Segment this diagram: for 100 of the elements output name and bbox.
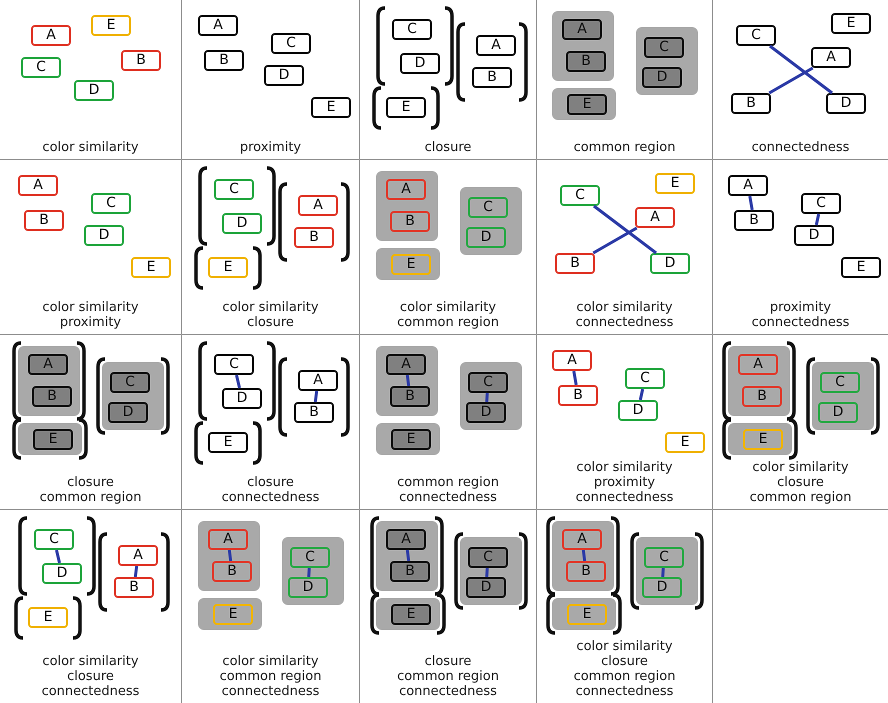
connector-line (307, 568, 311, 578)
letter-box: D (42, 563, 82, 584)
caption-text: connectedness (222, 684, 320, 699)
letter-box: B (558, 385, 598, 406)
letter-box: C (560, 185, 600, 206)
shaded-region (376, 346, 438, 416)
letter-box: A (208, 529, 248, 550)
caption-text: proximity (594, 475, 656, 490)
letter-box: C (21, 57, 61, 78)
caption-text: connectedness (752, 315, 850, 330)
connector-line (592, 226, 638, 254)
caption-text: closure (424, 654, 472, 669)
caption-text: color similarity (42, 140, 139, 155)
shaded-region (636, 537, 698, 605)
caption-text: connectedness (752, 140, 850, 155)
letter-box: C (110, 372, 150, 393)
letter-box: D (826, 93, 866, 114)
letter-box: C (214, 179, 254, 200)
letter-box: B (731, 93, 771, 114)
caption-text: color similarity (576, 460, 673, 475)
letter-box: E (311, 97, 351, 118)
connector-line (235, 374, 241, 388)
letter-box: B (121, 50, 161, 71)
letter-box: E (131, 257, 171, 278)
letter-box: A (728, 175, 768, 196)
letter-box: C (736, 25, 776, 46)
letter-box: E (743, 429, 783, 450)
shaded-region (18, 346, 80, 416)
connector-line (314, 390, 318, 402)
caption-text: common region (750, 490, 852, 505)
letter-box: A (386, 354, 426, 375)
letter-box: E (567, 604, 607, 625)
letter-box: D (84, 225, 124, 246)
letter-box: A (298, 195, 338, 216)
caption-text: color similarity (222, 300, 319, 315)
panel-cell (0, 160, 182, 335)
letter-box: E (208, 432, 248, 453)
caption-text: common region (574, 669, 676, 684)
panel-cell (537, 0, 713, 160)
connector-line (485, 392, 489, 402)
letter-box: D (400, 53, 440, 74)
connector-line (572, 370, 578, 386)
caption-text: common region (40, 490, 142, 505)
panel-cell (182, 0, 360, 160)
letter-box: B (390, 386, 430, 407)
letter-box: E (208, 257, 248, 278)
panel-cell (182, 160, 360, 335)
letter-box: B (734, 210, 774, 231)
letter-box: E (665, 432, 705, 453)
caption-text: connectedness (399, 684, 497, 699)
connector-line (228, 550, 232, 562)
shaded-region (552, 88, 616, 120)
letter-box: B (742, 386, 782, 407)
shaded-region (376, 171, 438, 241)
shaded-region (460, 537, 522, 605)
letter-box: E (391, 604, 431, 625)
panel-cell (0, 0, 182, 160)
caption-text: closure (247, 475, 294, 490)
letter-box: B (212, 561, 252, 582)
caption-text: closure (67, 475, 114, 490)
caption-text: common region (574, 140, 676, 155)
letter-box: B (390, 561, 430, 582)
shaded-region (728, 346, 790, 416)
connector-line (748, 196, 754, 210)
letter-box: A (198, 15, 238, 36)
letter-box: E (391, 429, 431, 450)
letter-box: D (642, 67, 682, 88)
caption-text: color similarity (42, 654, 139, 669)
letter-box: C (468, 372, 508, 393)
letter-box: A (386, 529, 426, 550)
letter-box: D (288, 577, 328, 598)
letter-box: C (271, 33, 311, 54)
letter-box: D (108, 402, 148, 423)
shaded-region (282, 537, 344, 605)
letter-box: C (820, 372, 860, 393)
letter-box: C (801, 193, 841, 214)
caption-text: common region (397, 669, 499, 684)
letter-box: D (642, 577, 682, 598)
letter-box: B (32, 386, 72, 407)
connector-line (593, 204, 657, 254)
shaded-region (18, 423, 82, 455)
panel-cell (360, 160, 537, 335)
letter-box: D (466, 227, 506, 248)
letter-box: C (468, 547, 508, 568)
connector-line (769, 44, 833, 94)
caption-text: closure (777, 475, 824, 490)
panel-cell (182, 335, 360, 510)
letter-box: E (391, 254, 431, 275)
shaded-region (728, 423, 792, 455)
letter-box: A (811, 47, 851, 68)
caption-text: proximity (60, 315, 122, 330)
letter-box: B (566, 51, 606, 72)
letter-box: D (466, 577, 506, 598)
letter-box: E (567, 94, 607, 115)
caption-text: common region (397, 315, 499, 330)
letter-box: A (118, 545, 158, 566)
caption-text: color similarity (42, 300, 139, 315)
shaded-region (376, 248, 440, 280)
shaded-region (552, 598, 616, 630)
letter-box: D (74, 80, 114, 101)
